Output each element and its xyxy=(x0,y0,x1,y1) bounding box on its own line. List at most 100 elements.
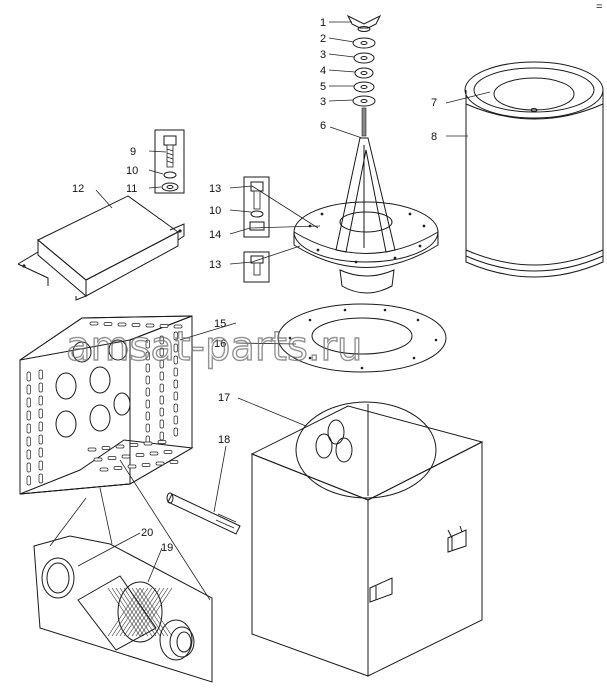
grille-slot xyxy=(173,355,178,365)
mesh-line xyxy=(139,587,173,637)
grille-slot xyxy=(159,347,164,357)
callout-11: 11 xyxy=(126,183,137,195)
grille-slot xyxy=(89,321,99,326)
grille-slot xyxy=(145,375,150,385)
part-tie-rod xyxy=(166,492,241,535)
grille-slot xyxy=(159,371,164,381)
grille-slot xyxy=(26,462,31,473)
grille-slot xyxy=(157,440,167,444)
corner-mark: = xyxy=(596,1,602,13)
grille-slot xyxy=(141,463,151,467)
grille-slot xyxy=(145,339,150,349)
part-housing xyxy=(250,401,484,677)
grille-slot xyxy=(143,441,153,446)
callout-18: 18 xyxy=(218,434,230,446)
callout-10a: 10 xyxy=(126,165,138,177)
part-inlet-adapter xyxy=(33,535,213,683)
callout-7: 7 xyxy=(431,97,437,109)
callout-4: 4 xyxy=(320,65,326,77)
callout-13a: 13 xyxy=(209,183,221,195)
grille-slots xyxy=(26,321,183,486)
grille-slot xyxy=(159,419,164,429)
grille-slot xyxy=(173,391,178,401)
grille-slot xyxy=(26,410,31,421)
grille-slot xyxy=(38,395,43,406)
grille-slot xyxy=(103,322,113,326)
callout-16: 16 xyxy=(214,338,226,350)
grille-slot xyxy=(38,447,43,458)
grille-slot xyxy=(38,382,43,393)
grille-slot xyxy=(87,447,97,452)
grille-slot xyxy=(101,446,111,450)
grille-slot xyxy=(26,423,31,434)
grille-slot xyxy=(26,397,31,408)
grille-slot xyxy=(26,449,31,460)
grille-slot xyxy=(159,383,164,393)
callout-2: 2 xyxy=(320,33,326,45)
grille-slot xyxy=(173,427,178,437)
grille-slot xyxy=(115,444,125,449)
mesh-line xyxy=(111,587,145,637)
grille-slot xyxy=(173,367,178,377)
grille-slot xyxy=(145,363,150,373)
grille-slot xyxy=(26,475,31,486)
grille-slot xyxy=(113,466,123,470)
mesh-line xyxy=(123,587,157,637)
grille-slot xyxy=(117,322,127,327)
grille-slot xyxy=(38,369,43,380)
leader-lines xyxy=(49,21,491,601)
part-washer-stack xyxy=(352,37,376,107)
part-gasket xyxy=(277,303,447,373)
grille-slot xyxy=(93,457,103,462)
grille-slot xyxy=(145,423,150,433)
grille-slot xyxy=(145,351,150,361)
part-tripod-cover xyxy=(293,107,439,294)
callout-10b: 10 xyxy=(209,205,221,217)
grille-slot xyxy=(155,461,165,466)
grille-slot xyxy=(145,411,150,421)
grille-slot xyxy=(169,460,179,464)
grille-slot xyxy=(129,443,139,447)
grille-slot xyxy=(159,335,164,345)
grille-slot xyxy=(173,415,178,425)
grille-slot xyxy=(173,379,178,389)
part-wing-nut xyxy=(346,14,382,32)
grille-slot xyxy=(163,450,173,454)
grille-slot xyxy=(145,387,150,397)
callout-3a: 3 xyxy=(320,49,326,61)
mesh-line xyxy=(107,587,141,637)
callout-6: 6 xyxy=(320,120,326,132)
callout-13b: 13 xyxy=(209,259,221,271)
grille-slot xyxy=(127,464,137,469)
grille-slot xyxy=(26,436,31,447)
part-cover-plate xyxy=(17,195,185,301)
grille-slot xyxy=(38,408,43,419)
part-bolt-set-upper xyxy=(154,129,185,194)
grille-slot xyxy=(159,407,164,417)
part-bolt-set-middle xyxy=(243,176,270,238)
grille-slot xyxy=(173,331,178,341)
mesh-line xyxy=(115,587,149,637)
grille-slot xyxy=(26,384,31,395)
grille-slot xyxy=(145,399,150,409)
callout-1: 1 xyxy=(320,17,326,29)
adapter-mesh xyxy=(107,587,173,637)
grille-slot xyxy=(149,451,159,456)
callout-15: 15 xyxy=(214,318,226,330)
part-filter-cartridge xyxy=(464,61,604,278)
callout-9: 9 xyxy=(130,146,136,158)
callout-3b: 3 xyxy=(320,96,326,108)
grille-slot xyxy=(26,371,31,382)
grille-slot xyxy=(38,421,43,432)
grille-slot xyxy=(121,454,131,459)
callout-labels: 1 2 3 4 5 3 6 7 8 9 10 11 12 13 10 14 13… xyxy=(72,17,437,554)
grille-slot xyxy=(131,323,141,327)
grille-slot xyxy=(135,453,145,457)
mesh-line xyxy=(119,587,153,637)
callout-8: 8 xyxy=(431,131,437,143)
grille-slot xyxy=(173,324,183,329)
grille-slot xyxy=(99,467,109,472)
grille-slot xyxy=(145,323,155,328)
